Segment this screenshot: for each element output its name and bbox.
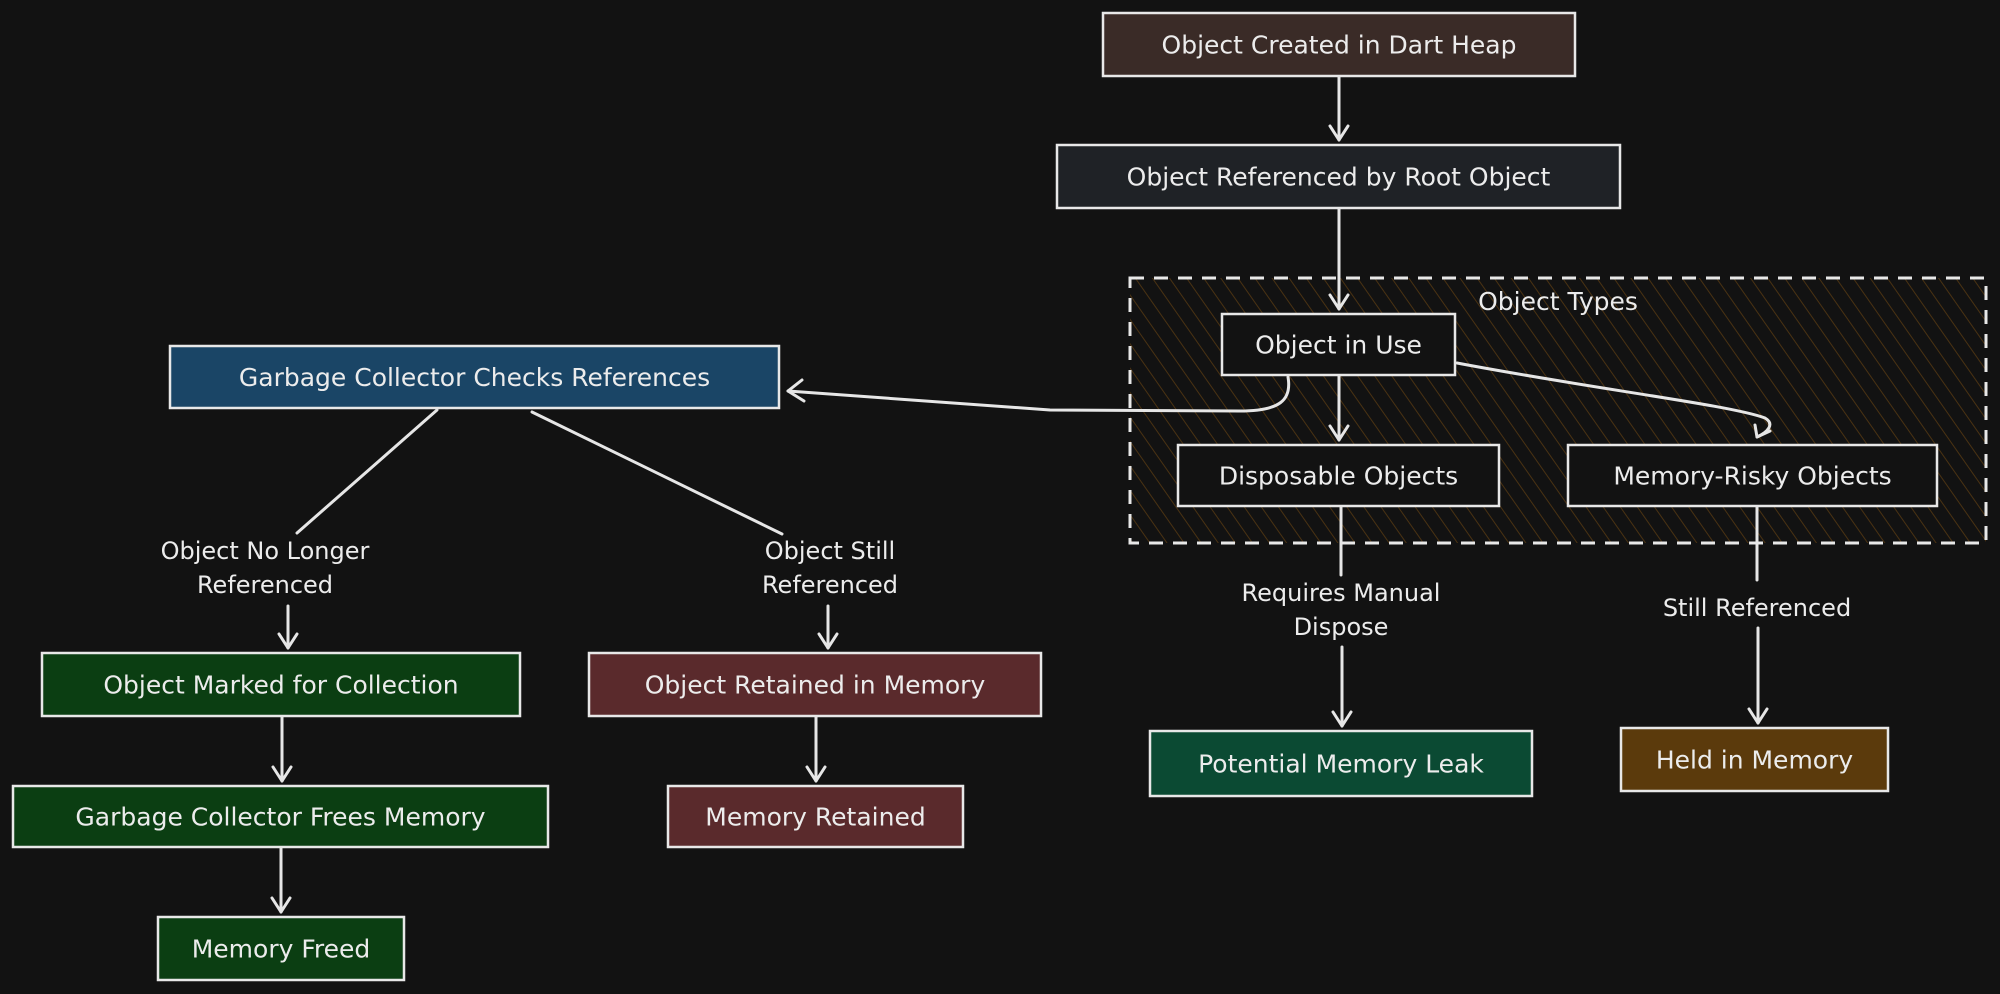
edge-label-line: Referenced xyxy=(762,571,898,599)
node-label: Memory Freed xyxy=(192,935,371,964)
node-held[interactable]: Held in Memory xyxy=(1619,726,1890,793)
edge-label-line: Requires Manual xyxy=(1242,579,1441,607)
node-label: Disposable Objects xyxy=(1219,462,1458,491)
edge-marked-to-frees xyxy=(271,714,293,783)
node-gc[interactable]: Garbage Collector Checks References xyxy=(168,344,781,410)
edge-risky-to-held xyxy=(1747,504,1769,725)
edge-gc-to-marked xyxy=(277,408,439,650)
node-label: Object Retained in Memory xyxy=(645,671,986,700)
node-box[interactable] xyxy=(1148,729,1534,798)
node-label: Garbage Collector Checks References xyxy=(239,363,710,392)
node-risky[interactable]: Memory-Risky Objects xyxy=(1566,443,1939,508)
arrowhead-icon xyxy=(271,765,293,783)
node-disposable[interactable]: Disposable Objects xyxy=(1176,443,1501,508)
node-root[interactable]: Object Referenced by Root Object xyxy=(1055,143,1622,210)
group-object-types-label: Object Types xyxy=(1478,287,1638,316)
node-box[interactable] xyxy=(587,651,1043,718)
node-label: Object Referenced by Root Object xyxy=(1127,163,1551,192)
node-label: Garbage Collector Frees Memory xyxy=(75,803,485,832)
node-box[interactable] xyxy=(1619,726,1890,793)
edge-line xyxy=(530,410,830,650)
edge-inuse-to-risky xyxy=(1455,361,1772,439)
arrowhead-icon xyxy=(817,632,839,650)
node-box[interactable] xyxy=(1055,143,1622,210)
node-box[interactable] xyxy=(1566,443,1939,508)
node-label: Potential Memory Leak xyxy=(1198,750,1484,779)
edge-inuse-to-disposable xyxy=(1328,373,1350,442)
edges-layer xyxy=(270,75,1772,914)
node-marked[interactable]: Object Marked for Collection xyxy=(40,651,522,718)
node-box[interactable] xyxy=(1101,11,1577,78)
node-box[interactable] xyxy=(40,651,522,718)
node-box[interactable] xyxy=(1176,443,1501,508)
node-box[interactable] xyxy=(168,344,781,410)
node-freed[interactable]: Memory Freed xyxy=(156,915,406,982)
edge-label-line: Dispose xyxy=(1294,613,1389,641)
node-label: Memory Retained xyxy=(705,803,925,832)
arrowhead-icon xyxy=(786,378,806,403)
edge-gc-to-retained_obj xyxy=(530,410,839,650)
arrowhead-icon xyxy=(270,896,292,914)
arrowhead-icon xyxy=(1331,710,1353,728)
edge-label-line: Object No Longer xyxy=(161,537,370,565)
edge-created-to-root xyxy=(1328,75,1350,142)
edge-label-line: Still Referenced xyxy=(1663,594,1851,622)
edge-line xyxy=(1755,504,1760,725)
edge-label-line: Referenced xyxy=(197,571,333,599)
node-box[interactable] xyxy=(11,784,550,849)
node-label: Object in Use xyxy=(1255,331,1422,360)
arrowhead-icon xyxy=(1753,423,1772,439)
node-box[interactable] xyxy=(1220,312,1457,377)
arrowhead-icon xyxy=(1328,293,1350,311)
node-retained_obj[interactable]: Object Retained in Memory xyxy=(587,651,1043,718)
edge-line xyxy=(286,408,439,650)
edge-inuse-to-gc xyxy=(786,375,1291,413)
node-label: Held in Memory xyxy=(1656,746,1854,775)
arrowhead-icon xyxy=(805,765,827,783)
arrowhead-icon xyxy=(277,632,299,650)
node-box[interactable] xyxy=(666,784,965,849)
node-leak[interactable]: Potential Memory Leak xyxy=(1148,729,1534,798)
edge-line xyxy=(1339,504,1344,728)
arrowhead-icon xyxy=(1328,424,1350,442)
edge-frees-to-freed xyxy=(270,845,292,914)
node-label: Memory-Risky Objects xyxy=(1613,462,1891,491)
arrowhead-icon xyxy=(1328,124,1350,142)
node-label: Object Marked for Collection xyxy=(103,671,458,700)
edge-retained_obj-to-retained_mem xyxy=(805,714,827,783)
node-retained_mem[interactable]: Memory Retained xyxy=(666,784,965,849)
edge-label-line: Object Still xyxy=(765,537,895,565)
edge-label-risky-to-held: Still Referenced xyxy=(1663,594,1851,622)
node-label: Object Created in Dart Heap xyxy=(1162,31,1517,60)
node-box[interactable] xyxy=(156,915,406,982)
node-frees[interactable]: Garbage Collector Frees Memory xyxy=(11,784,550,849)
edge-root-to-inuse xyxy=(1328,206,1350,311)
node-created[interactable]: Object Created in Dart Heap xyxy=(1101,11,1577,78)
node-inuse[interactable]: Object in Use xyxy=(1220,312,1457,377)
edge-disposable-to-leak xyxy=(1331,504,1353,728)
edge-line xyxy=(786,375,1291,413)
edge-line xyxy=(1455,361,1772,439)
arrowhead-icon xyxy=(1747,707,1769,725)
